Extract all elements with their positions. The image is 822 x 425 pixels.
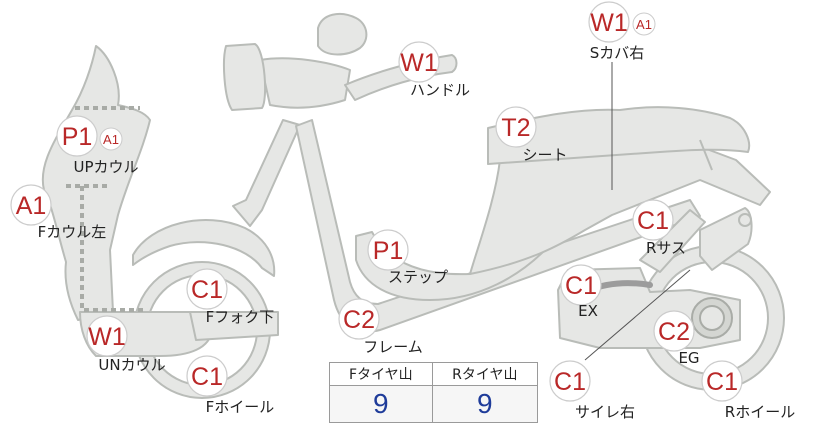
- rear-shock: [639, 209, 706, 273]
- mirror: [317, 12, 368, 56]
- badge-f-fork-lower: C1: [186, 268, 228, 310]
- label-f-cowl-left: Fカウル左: [38, 223, 107, 241]
- svg-text:A1: A1: [16, 192, 47, 220]
- front-tread-header: Fタイヤ山: [329, 362, 433, 386]
- badge-frame: C2: [338, 298, 380, 340]
- shock-spring: [699, 207, 753, 271]
- svg-text:C1: C1: [706, 368, 738, 396]
- label-silencer-right: サイレ右: [575, 403, 635, 421]
- label-ex: EX: [578, 302, 598, 320]
- label-r-wheel: Rホイール: [725, 403, 795, 421]
- badge-silencer-right: C1: [549, 360, 591, 402]
- rear-tread-header: Rタイヤ山: [431, 362, 539, 386]
- badge-step: P1: [367, 229, 409, 271]
- svg-text:C2: C2: [658, 318, 690, 346]
- svg-text:C1: C1: [191, 363, 223, 391]
- label-un-cowl: UNカウル: [98, 356, 165, 374]
- label-r-suspension: Rサス: [646, 239, 686, 257]
- badge-r-suspension: C1: [632, 199, 674, 241]
- svg-text:W1: W1: [590, 9, 628, 37]
- tire-tread-table: Fタイヤ山 Rタイヤ山 9 9: [329, 362, 539, 423]
- badge-seat: T2: [495, 106, 537, 148]
- front-cowl: [41, 45, 151, 321]
- rear-body: [469, 123, 771, 275]
- label-up-cowl: UPカウル: [73, 158, 138, 176]
- svg-text:A1: A1: [103, 132, 119, 147]
- label-seat: シート: [522, 146, 567, 164]
- label-f-wheel: Fホイール: [206, 398, 275, 416]
- label-handle: ハンドル: [410, 81, 470, 99]
- svg-text:A1: A1: [636, 17, 652, 32]
- svg-text:W1: W1: [88, 323, 126, 351]
- label-frame: フレーム: [363, 338, 423, 356]
- svg-text:C2: C2: [343, 306, 375, 334]
- label-eg: EG: [678, 349, 699, 367]
- badge-up-cowl: P1 A1: [56, 115, 123, 157]
- svg-text:W1: W1: [400, 49, 438, 77]
- badge-ex: C1: [560, 264, 602, 306]
- front-tread-value: 9: [329, 385, 433, 423]
- label-f-fork-lower: Fフォク下: [206, 308, 275, 326]
- svg-text:C1: C1: [554, 368, 586, 396]
- badge-r-wheel: C1: [701, 360, 743, 402]
- badge-eg: C2: [653, 310, 695, 352]
- svg-text:C1: C1: [191, 276, 223, 304]
- label-s-cover-right: Sカバ右: [590, 44, 645, 62]
- seat: [487, 106, 750, 165]
- steering-head: [259, 57, 351, 109]
- badge-un-cowl: W1: [86, 315, 128, 357]
- label-step: ステップ: [388, 268, 448, 286]
- badge-s-cover-right: W1 A1: [588, 1, 656, 43]
- headlight: [223, 43, 267, 111]
- front-fender: [132, 219, 276, 277]
- front-fork: [232, 119, 301, 227]
- svg-text:P1: P1: [373, 237, 404, 265]
- rear-tread-value: 9: [431, 385, 539, 423]
- badge-f-wheel: C1: [186, 355, 228, 397]
- svg-text:C1: C1: [565, 272, 597, 300]
- svg-text:C1: C1: [637, 207, 669, 235]
- badge-f-cowl-left: A1: [10, 184, 52, 226]
- badge-handle: W1: [398, 41, 440, 83]
- svg-text:P1: P1: [62, 123, 93, 151]
- fork-lower: [189, 311, 279, 341]
- svg-text:T2: T2: [501, 114, 530, 142]
